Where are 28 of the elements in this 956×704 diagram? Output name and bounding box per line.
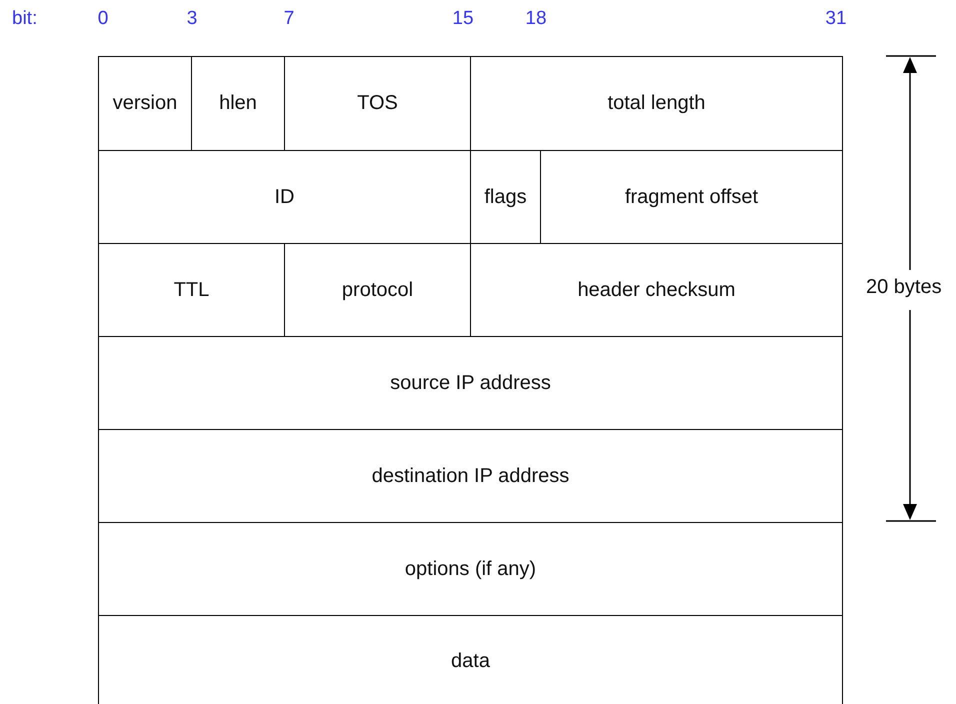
field-name: header checksum bbox=[578, 278, 736, 302]
field-name: TTL bbox=[174, 278, 210, 302]
field-name: options (if any) bbox=[404, 558, 536, 580]
header-field bbox=[98, 56, 192, 151]
bit-number: 7 bbox=[284, 8, 294, 30]
header-field bbox=[98, 429, 843, 523]
field-name: total length bbox=[608, 92, 706, 115]
header-field bbox=[98, 336, 843, 430]
field-name: TOS bbox=[357, 92, 398, 115]
field-name: protocol bbox=[342, 278, 414, 302]
bit-number: 15 bbox=[452, 8, 474, 30]
field-name: hlen bbox=[219, 92, 257, 115]
bit-number: 31 bbox=[825, 8, 847, 30]
header-field bbox=[98, 522, 843, 616]
bit-axis-title: bit: bbox=[12, 8, 38, 30]
dimension-label: 20 bytes bbox=[866, 276, 942, 299]
field-name: ID bbox=[274, 186, 294, 208]
field-name: data bbox=[451, 650, 490, 672]
field-name: flags bbox=[484, 186, 527, 208]
header-field bbox=[98, 615, 843, 704]
bit-number: 3 bbox=[186, 8, 198, 30]
bit-number: 18 bbox=[525, 8, 547, 30]
field-name: fragment offset bbox=[624, 186, 758, 208]
field-name: version bbox=[112, 92, 178, 115]
bit-number: 0 bbox=[98, 8, 108, 30]
header-field bbox=[470, 56, 843, 151]
field-name: source IP address bbox=[390, 372, 551, 394]
field-name: destination IP address bbox=[372, 464, 570, 488]
